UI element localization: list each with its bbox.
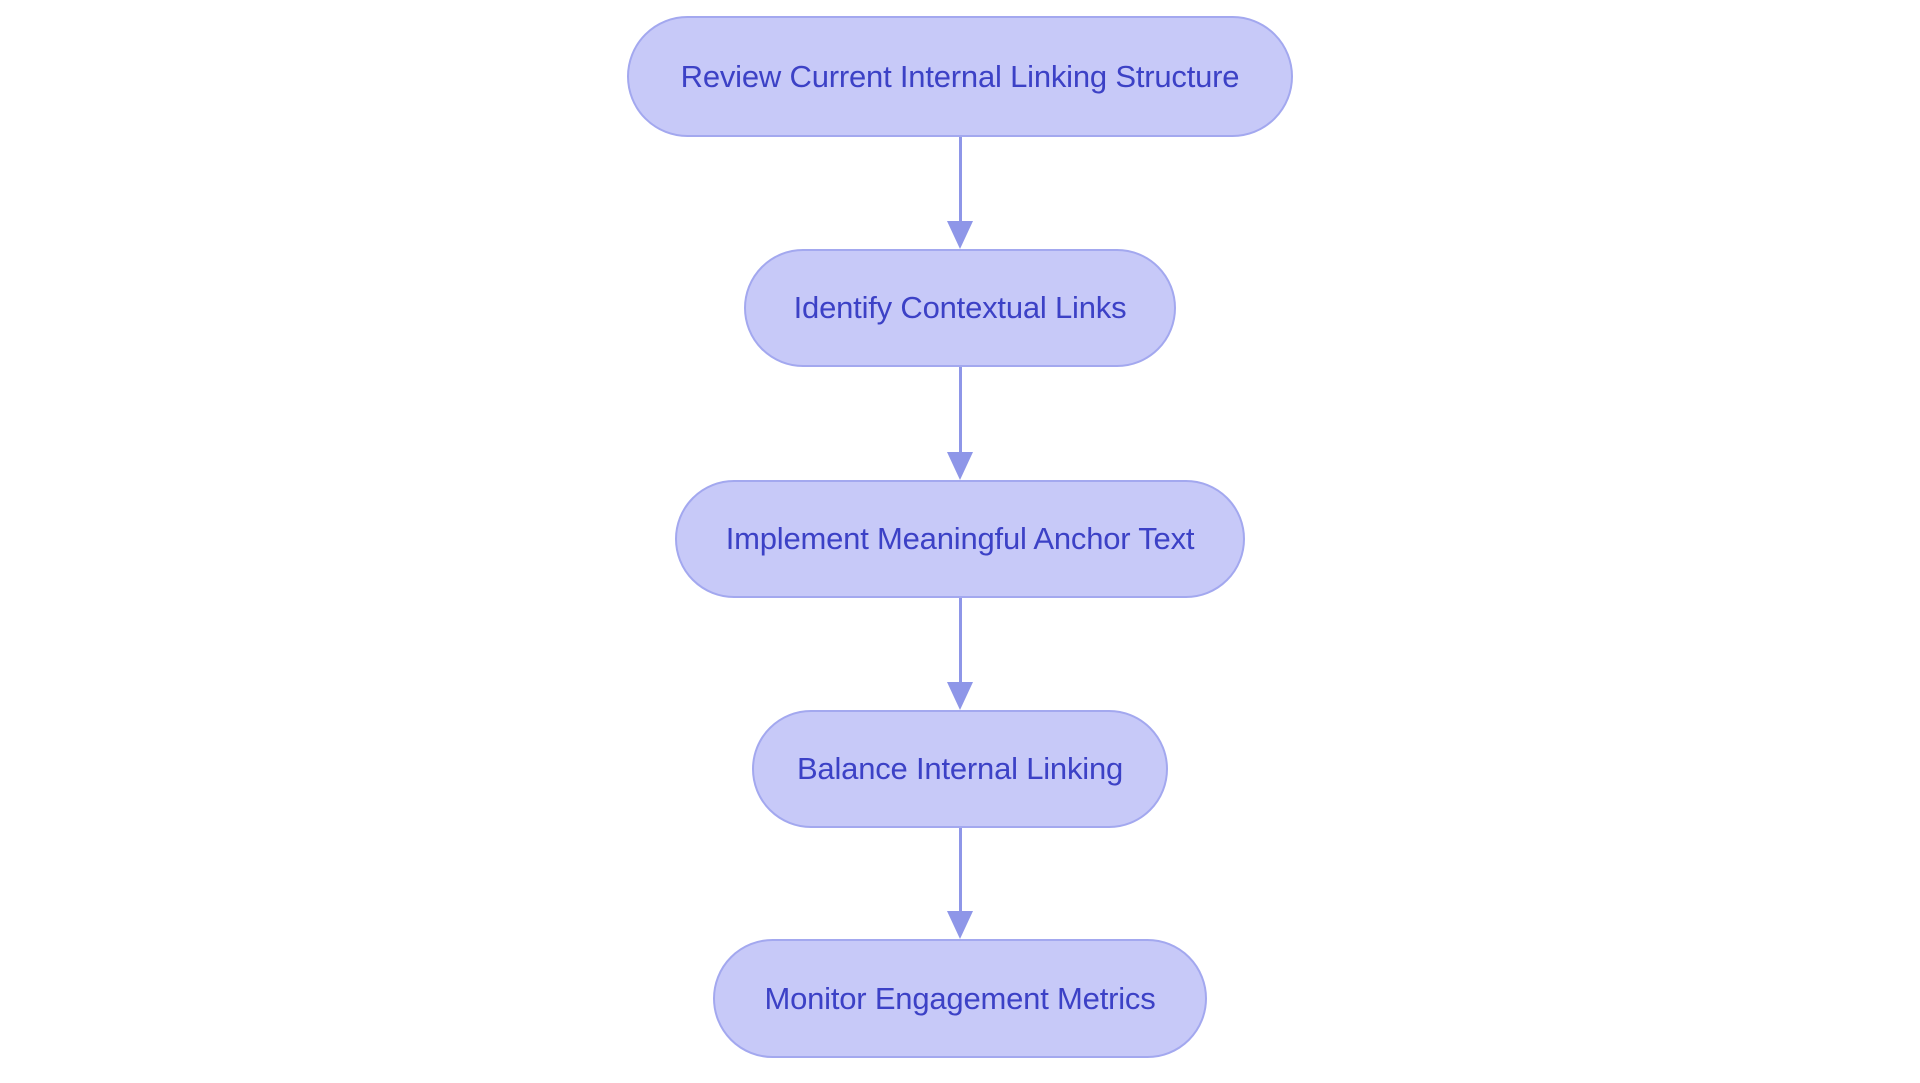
flow-node-review-structure: Review Current Internal Linking Structur… [627,16,1293,137]
arrow-line [958,137,962,221]
arrow-down-icon [947,452,973,480]
flow-connector-2 [947,367,973,480]
arrow-down-icon [947,682,973,710]
flow-node-label: Balance Internal Linking [796,751,1124,786]
arrow-line [958,828,962,911]
flow-node-label: Identify Contextual Links [793,290,1127,325]
flow-node-label: Monitor Engagement Metrics [764,980,1156,1016]
flow-node-anchor-text: Implement Meaningful Anchor Text [675,480,1245,598]
flow-node-monitor-metrics: Monitor Engagement Metrics [713,939,1207,1058]
flow-node-balance-linking: Balance Internal Linking [752,710,1168,828]
flow-node-identify-links: Identify Contextual Links [744,249,1176,367]
flow-connector-1 [947,137,973,249]
flow-node-label: Review Current Internal Linking Structur… [680,58,1240,94]
arrow-down-icon [947,911,973,939]
arrow-down-icon [947,221,973,249]
flow-node-label: Implement Meaningful Anchor Text [725,521,1195,556]
arrow-line [958,367,962,452]
flow-connector-3 [947,598,973,710]
flow-connector-4 [947,828,973,939]
arrow-line [958,598,962,682]
